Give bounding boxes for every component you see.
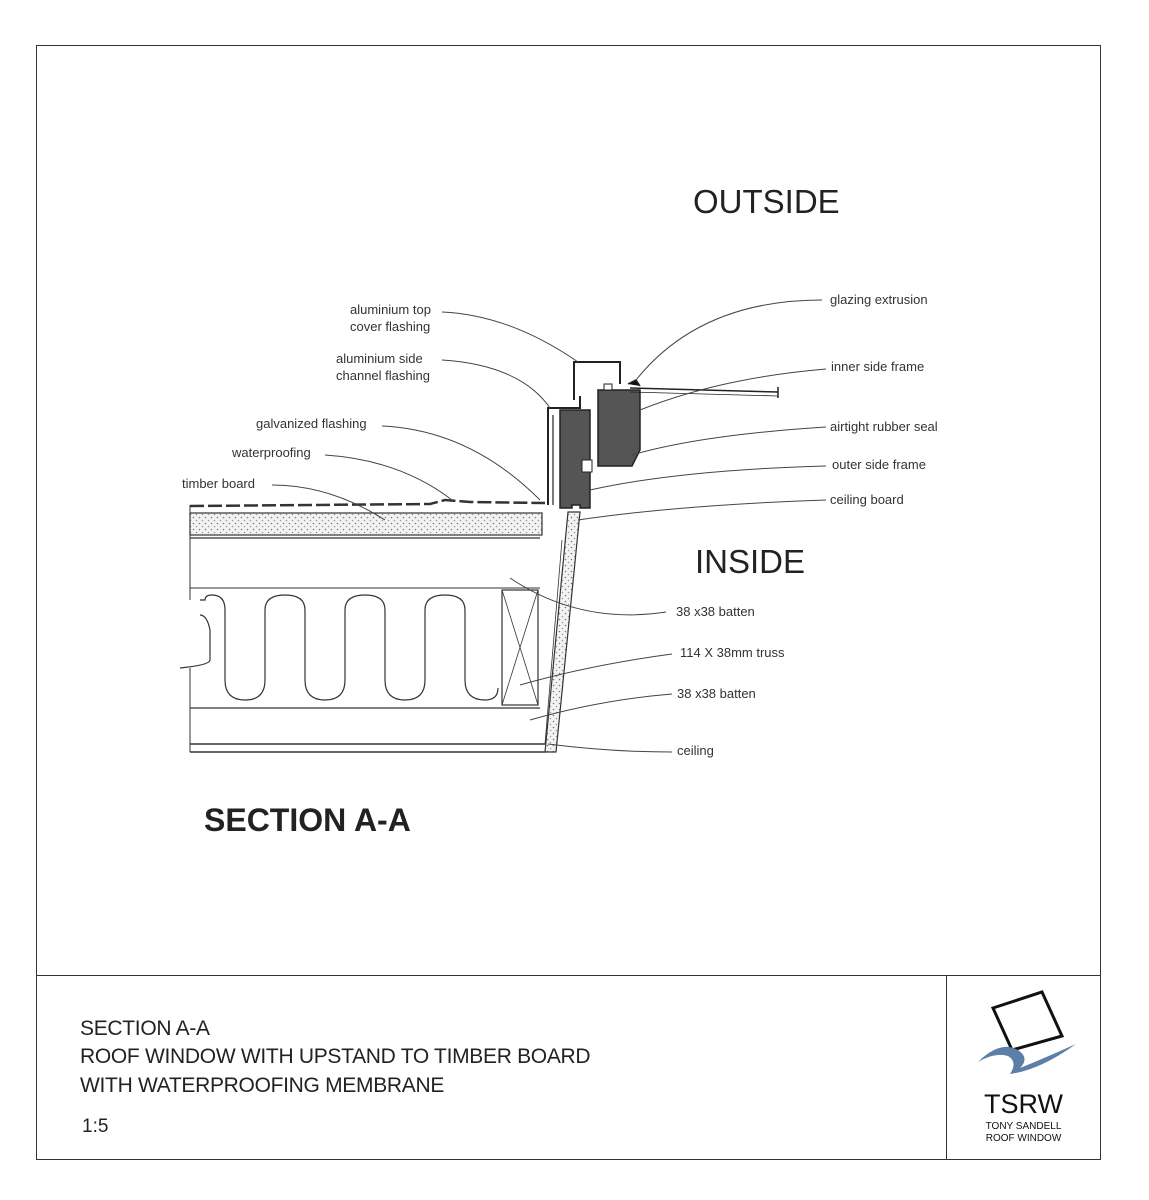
callout-ceiling: ceiling: [677, 743, 714, 758]
truss: [501, 589, 539, 706]
callout-glazing-extrusion: glazing extrusion: [830, 292, 928, 307]
callout-galvanized-flashing: galvanized flashing: [256, 416, 367, 431]
glazing-extrusion: [627, 379, 641, 387]
callout-aluminium-top: aluminium top: [350, 302, 431, 317]
window-frame: [547, 361, 779, 509]
logo-cell: [946, 975, 1101, 1160]
callout-outer-side-frame: outer side frame: [832, 457, 926, 472]
section-label: SECTION A-A: [204, 802, 411, 838]
callout-inner-side-frame: inner side frame: [831, 359, 924, 374]
title-line-2: ROOF WINDOW WITH UPSTAND TO TIMBER BOARD: [80, 1045, 591, 1068]
callout-batten-lower: 38 x38 batten: [677, 686, 756, 701]
outside-label: OUTSIDE: [693, 183, 840, 220]
waterproofing-membrane: [189, 498, 546, 508]
ceiling-board: [544, 511, 581, 753]
inside-label: INSIDE: [695, 543, 805, 580]
side-channel-flashing: [547, 396, 581, 505]
callouts-left: aluminium top cover flashing aluminium s…: [182, 302, 431, 491]
callout-timber-board: timber board: [182, 476, 255, 491]
logo-sub-1: TONY SANDELL: [985, 1121, 1062, 1132]
callout-airtight-rubber-seal: airtight rubber seal: [830, 419, 938, 434]
glazing: [629, 387, 779, 393]
logo-wave: [978, 1044, 1076, 1074]
leader-lines: [271, 299, 827, 753]
callout-aluminium-side: aluminium side: [336, 351, 423, 366]
insulation: [200, 594, 499, 701]
tsrw-logo-mark: [978, 990, 1076, 1074]
title-block: [36, 975, 1101, 1160]
outer-side-frame: [559, 409, 591, 509]
drawing-sheet-border: [36, 45, 1101, 1160]
timber-board: [189, 512, 543, 536]
top-cover-flashing: [573, 361, 621, 400]
logo-sub-2: ROOF WINDOW: [985, 1133, 1062, 1144]
callouts-right: glazing extrusion inner side frame airti…: [676, 292, 938, 758]
callout-waterproofing: waterproofing: [231, 445, 311, 460]
callout-channel-flashing: channel flashing: [336, 368, 430, 383]
inner-side-frame: [597, 389, 641, 467]
roof-buildup: [179, 498, 581, 753]
title-line-1: SECTION A-A: [80, 1017, 210, 1040]
logo-name: TSRW: [984, 1089, 1063, 1119]
callout-batten-upper: 38 x38 batten: [676, 604, 755, 619]
callout-cover-flashing: cover flashing: [350, 319, 430, 334]
title-line-3: WITH WATERPROOFING MEMBRANE: [80, 1074, 445, 1097]
callout-ceiling-board: ceiling board: [830, 492, 904, 507]
scale-label: 1:5: [82, 1116, 109, 1137]
callout-truss: 114 X 38mm truss: [680, 645, 785, 660]
